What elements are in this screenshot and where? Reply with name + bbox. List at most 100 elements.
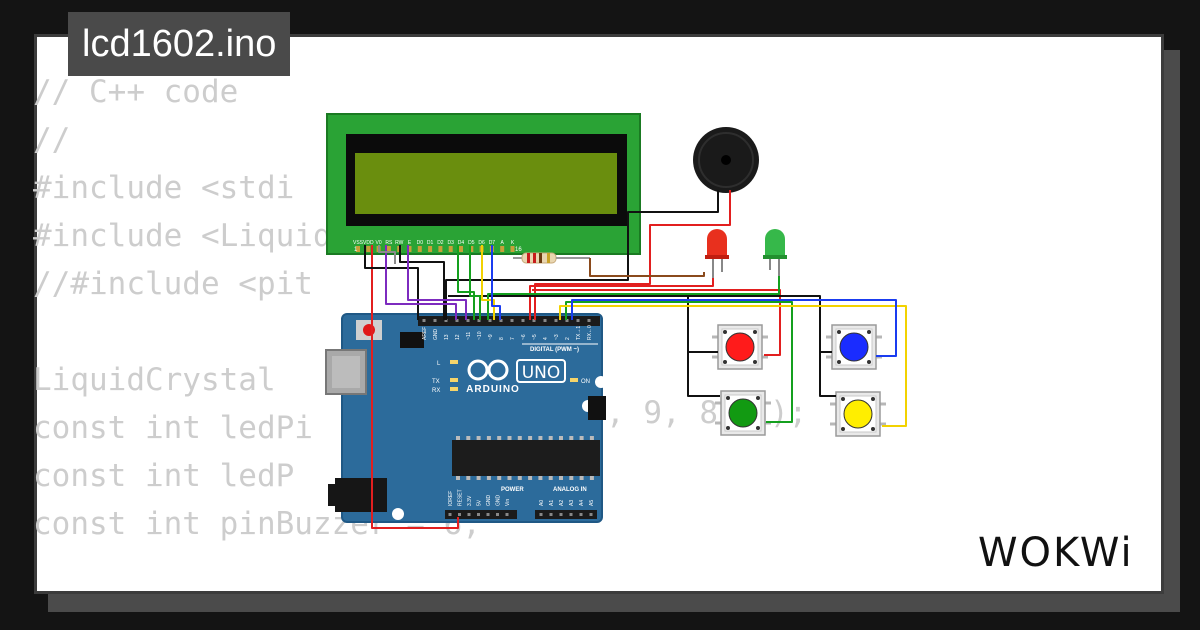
digital-pin-label: TX→1 [576,326,582,340]
wire-ground-yellow [819,352,836,397]
green-button[interactable] [715,390,771,436]
code-background: // C++ code//#include <stdi#include <Liq… [33,68,481,548]
lcd-pin-label: VDD [363,240,374,246]
code-line: //#include <pit [33,266,313,302]
code-line: const int ledP [33,458,295,494]
lcd-pin [417,246,422,252]
button-cap[interactable] [843,399,873,429]
digital-pin-hole [543,319,547,322]
digital-pin-label: GND [433,329,439,341]
lcd-pin-label: D4 [458,240,465,246]
wires [364,190,907,529]
arduino-logo: UNO ARDUINO [466,359,566,395]
digital-pin-label: AREF [422,327,428,340]
project-title[interactable]: lcd1602.ino [68,12,291,76]
digital-pin-label: ~5 [532,334,538,340]
lcd-pin16-label: 16 [515,247,522,253]
lcd-pin [407,246,412,252]
button-cap[interactable] [725,332,755,362]
lcd-pin-label: A [501,240,505,246]
analog-pin-label: A2 [559,500,565,506]
digital-pin-label: 7 [510,337,516,340]
wire-lcd-v0 [378,245,396,264]
lcd-pin [510,246,515,252]
code-line: #include <stdi [33,170,295,206]
code-line: const int ledPi [33,410,313,446]
wire-ground-bus [448,295,832,353]
code-line: // [33,122,71,158]
wire-lcd-d7 [491,245,501,320]
digital-pin-hole [488,319,492,322]
atmega-chip [452,440,600,476]
red-button[interactable] [712,324,768,370]
lcd-pin-label: D3 [447,240,454,246]
lcd-pin-label: RW [395,240,404,246]
digital-pin-hole [565,319,569,322]
button-cap[interactable] [839,332,869,362]
wire-green-button [565,301,793,423]
green-led[interactable] [763,229,787,276]
digital-pin-hole [554,319,558,322]
wire-lcd-rs [385,245,457,320]
led-on-label: ON [581,379,590,385]
lcd-pin [500,246,505,252]
buzzer[interactable] [693,127,759,193]
wire-resistor [589,258,705,277]
wire-lcd-d5 [469,245,481,320]
digital-header-label: DIGITAL (PWM ~) [530,347,579,353]
digital-pin-label: 8 [499,337,505,340]
digital-pin-hole [576,319,580,322]
wire-ground-red [687,300,718,353]
wire-yellow-button [559,305,907,427]
lcd-pin1-label: 1 [354,247,358,253]
lcd-pin [386,246,391,252]
lcd-pin-label: D7 [489,240,496,246]
wire-ground-green [687,296,720,397]
power-pin-label: IOREF [448,491,454,506]
led-tx-label: TX [432,379,440,385]
power-pin-label: RESET [458,489,464,506]
red-led[interactable] [705,229,729,278]
lcd-pin [459,246,463,252]
power-pin-label: 5V [477,499,483,506]
lcd-pin [438,246,443,252]
digital-pin-label: 2 [565,337,571,340]
analog-pin-label: A1 [549,500,555,506]
wokwi-logo: WOKWi [978,530,1132,576]
button-cap[interactable] [728,398,758,428]
analog-header-label: ANALOG IN [553,487,587,493]
lcd-pin-label: E [408,240,412,246]
wire-lcd-d6 [481,245,495,320]
digital-pin-label: ~6 [521,334,527,340]
analog-pin-label: A4 [579,500,585,506]
wire-green-led [487,276,780,320]
lcd-pin-label: V0 [376,240,382,246]
power-header [445,510,517,519]
digital-pin-hole [510,319,514,322]
lcd-pin [428,246,433,252]
blue-button[interactable] [826,324,882,370]
wire-lcd-e [407,245,467,320]
digital-pin-hole [444,319,448,322]
resistor[interactable] [513,252,590,264]
code-line: LiquidCrystal [33,362,276,398]
lcd-pin-label: D6 [478,240,485,246]
lcd-pin [366,246,371,252]
wire-lcd-d4 [457,245,475,320]
digital-pin-label: 13 [444,334,450,340]
digital-pin-label: ~9 [488,334,494,340]
yellow-button[interactable] [830,391,886,437]
analog-pin-label: A3 [569,500,575,506]
power-pin-label: 3.3V [467,495,473,506]
lcd-pin [469,246,474,252]
digital-pin-label: 12 [455,334,461,340]
digital-pin-label: ~3 [554,334,560,340]
analog-pin-label: A5 [589,500,595,506]
lcd-pin-label: VSS [353,240,364,246]
code-line: #include <Liquid [33,218,332,254]
reset-button[interactable] [363,324,375,336]
arduino-brand: ARDUINO [466,384,520,395]
digital-pin-hole [433,319,437,322]
